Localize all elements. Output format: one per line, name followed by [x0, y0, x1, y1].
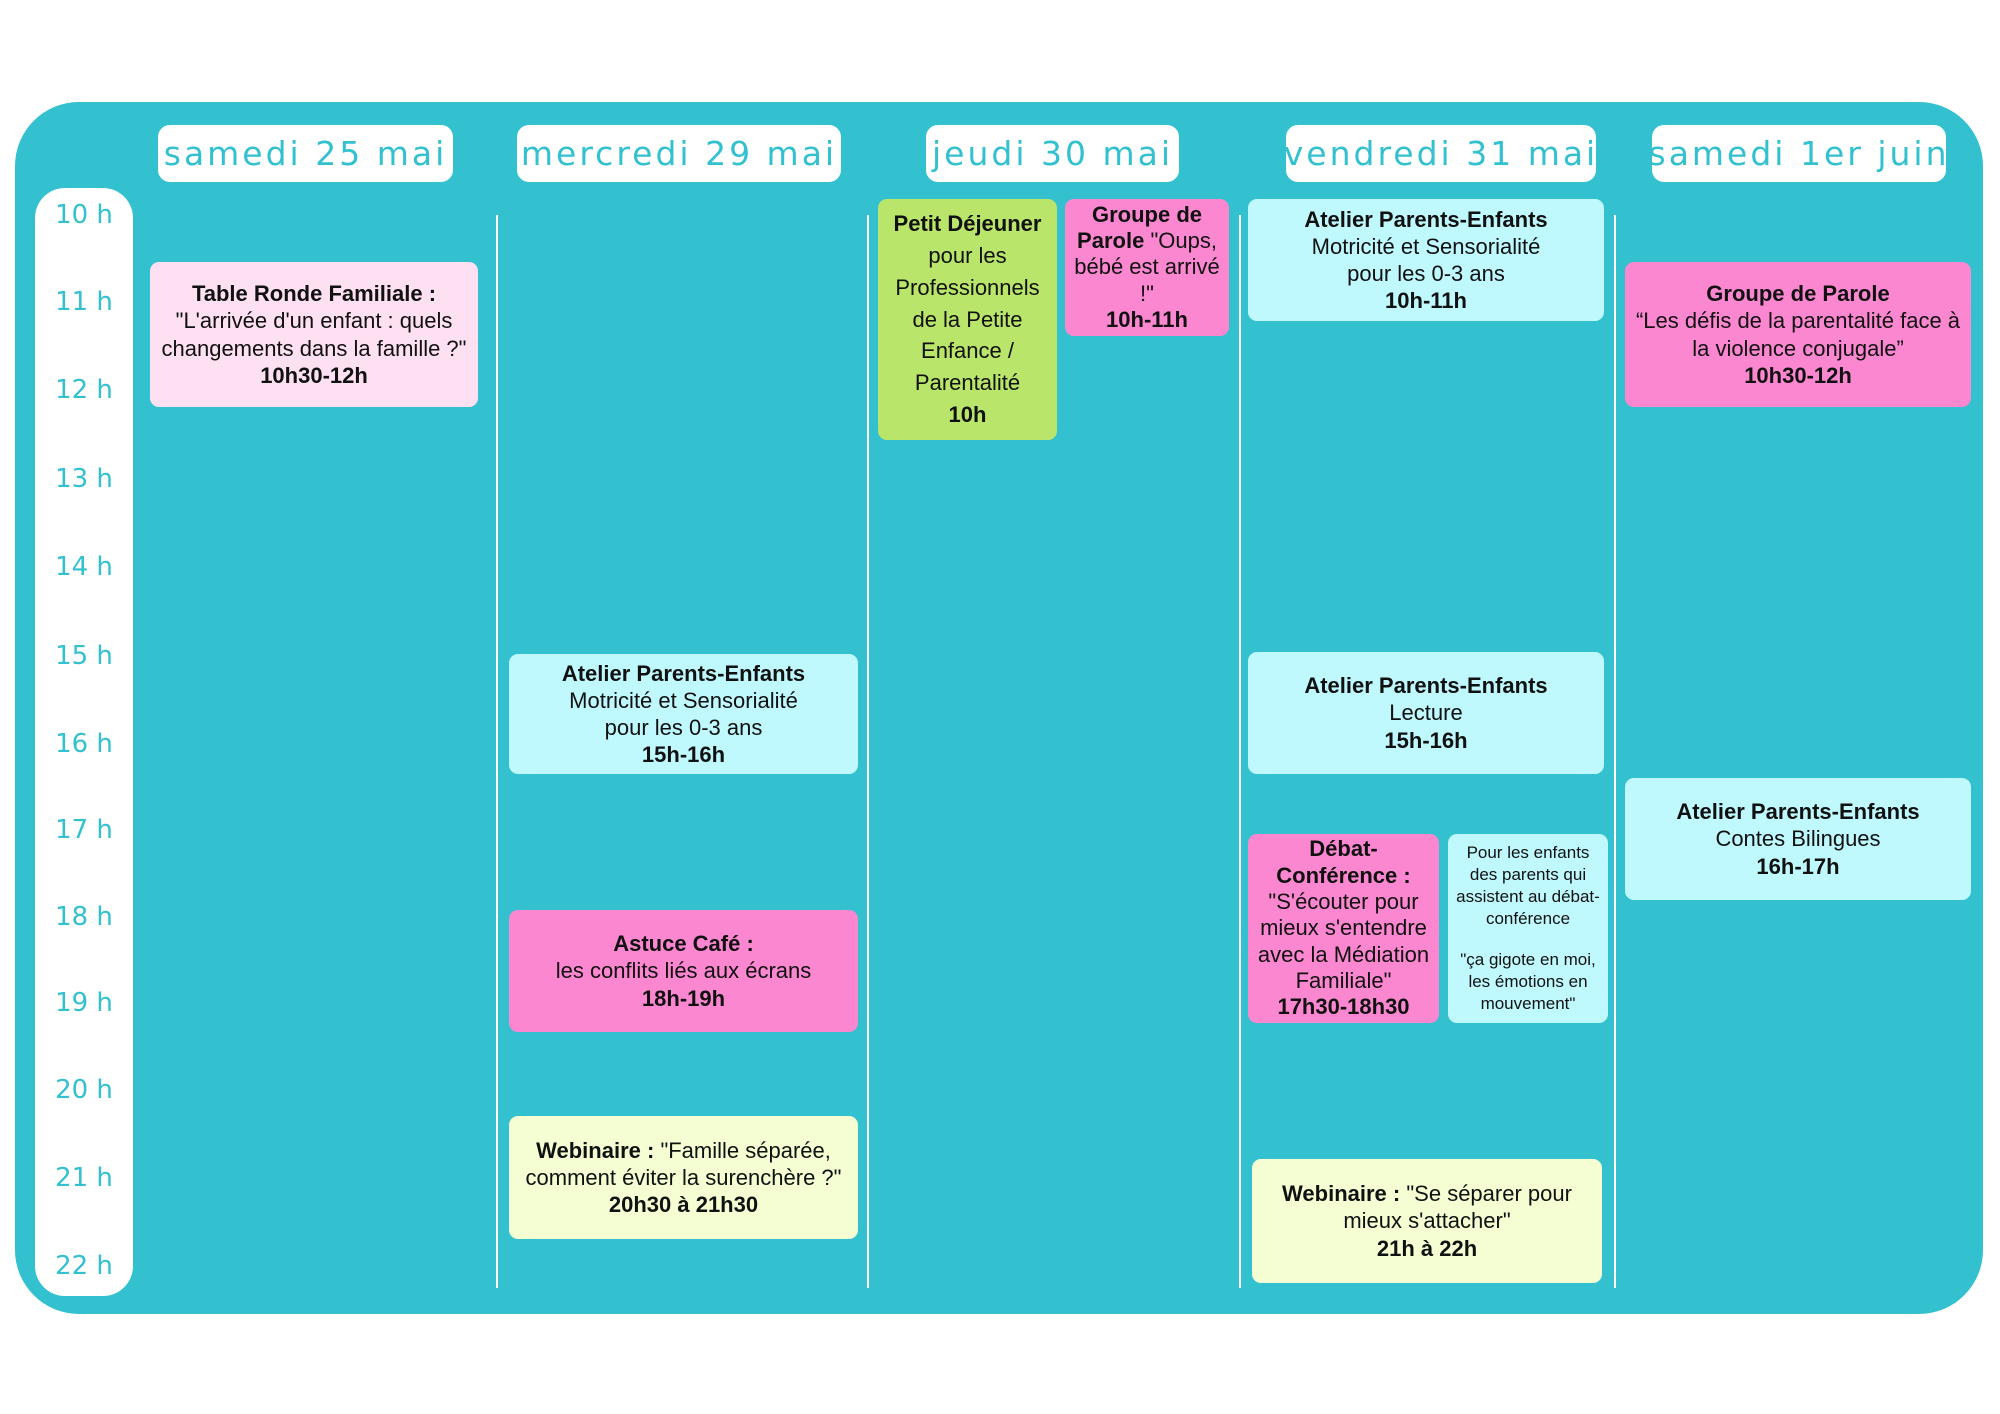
event-table-ronde[interactable]: Table Ronde Familiale : "L'arrivée d'un …	[150, 262, 478, 407]
event-atelier-motricite-fri[interactable]: Atelier Parents-Enfants Motricité et Sen…	[1248, 199, 1604, 321]
event-time: 15h-16h	[1384, 727, 1468, 753]
event-debat-conference[interactable]: Débat-Conférence : "S'écouter pour mieux…	[1248, 834, 1439, 1023]
day-header-thu30: jeudi 30 mai	[926, 125, 1179, 182]
event-atelier-motricite[interactable]: Atelier Parents-Enfants Motricité et Sen…	[509, 654, 858, 774]
event-time: 21h à 22h	[1376, 1235, 1478, 1261]
event-time: 17h30-18h30	[1277, 994, 1410, 1020]
event-description: Groupe de Parole "Oups, bébé est arrivé …	[1071, 202, 1223, 308]
event-title: Groupe de Parole	[1077, 201, 1202, 253]
event-description: Lecture	[1389, 700, 1463, 726]
event-quote: "Oups, bébé est arrivé !"	[1074, 227, 1220, 306]
hour-label: 13 h	[55, 464, 113, 494]
event-title: Astuce Café :	[613, 931, 754, 957]
event-groupe-parole-oups[interactable]: Groupe de Parole "Oups, bébé est arrivé …	[1065, 199, 1229, 336]
hour-label: 14 h	[55, 552, 113, 582]
hour-label: 16 h	[55, 729, 113, 759]
hour-label: 21 h	[55, 1163, 113, 1193]
day-header-sat1: samedi 1er juin	[1649, 125, 1947, 182]
event-description: Contes Bilingues	[1715, 826, 1881, 852]
event-title: Atelier Parents-Enfants	[561, 660, 806, 686]
event-title: Webinaire :	[1282, 1181, 1401, 1207]
event-atelier-lecture[interactable]: Atelier Parents-Enfants Lecture 15h-16h	[1248, 652, 1604, 774]
event-enfants-emotions[interactable]: Pour les enfants des parents qui assiste…	[1448, 834, 1608, 1023]
event-title: Webinaire :	[536, 1137, 655, 1163]
event-title: Groupe de Parole	[1706, 281, 1890, 307]
event-time: 10h-11h	[1106, 307, 1188, 333]
column-divider	[496, 215, 498, 1288]
event-title: Atelier Parents-Enfants	[1676, 799, 1920, 825]
event-time: 18h-19h	[641, 985, 726, 1011]
event-time: 15h-16h	[641, 742, 726, 768]
event-time: 10h	[948, 402, 987, 428]
day-header-sat25: samedi 25 mai	[158, 125, 453, 182]
event-quote: "Famille séparée, comment éviter la sure…	[525, 1137, 842, 1190]
event-description: Motricité et Sensorialité	[569, 687, 798, 713]
event-astuce-cafe[interactable]: Astuce Café : les conflits liés aux écra…	[509, 910, 858, 1032]
event-description: pour les 0-3 ans	[604, 715, 763, 740]
event-description: pour les Professionnels de la Petite Enf…	[895, 242, 1040, 396]
column-divider	[867, 215, 869, 1288]
day-header-fri31: vendredi 31 mai	[1284, 125, 1596, 182]
event-petit-dejeuner[interactable]: Petit Déjeuner pour les Professionnels d…	[878, 199, 1057, 440]
event-description: "L'arrivée d'un enfant : quels changemen…	[161, 308, 467, 361]
event-time: 10h-11h	[1385, 288, 1467, 314]
event-quote: "Se séparer pour mieux s'attacher"	[1343, 1181, 1572, 1234]
event-description: Webinaire : "Famille séparée, comment év…	[515, 1137, 852, 1191]
hour-label: 17 h	[55, 815, 113, 845]
hours-column: 10 h 11 h 12 h 13 h 14 h 15 h 16 h 17 h …	[35, 188, 133, 1296]
hour-label: 19 h	[55, 988, 113, 1018]
event-description: pour les 0-3 ans	[1347, 261, 1505, 286]
hour-label: 20 h	[55, 1075, 113, 1105]
hour-label: 22 h	[55, 1251, 113, 1281]
event-webinaire-famille[interactable]: Webinaire : "Famille séparée, comment év…	[509, 1116, 858, 1239]
event-title: Petit Déjeuner	[893, 210, 1042, 236]
event-description: Motricité et Sensorialité	[1311, 233, 1541, 259]
event-atelier-contes[interactable]: Atelier Parents-Enfants Contes Bilingues…	[1625, 778, 1971, 900]
hour-label: 15 h	[55, 641, 113, 671]
event-title: Débat-Conférence :	[1276, 836, 1411, 888]
hour-label: 18 h	[55, 902, 113, 932]
event-description: “Les défis de la parentalité face à la v…	[1635, 308, 1961, 361]
day-header-wed29: mercredi 29 mai	[517, 125, 841, 182]
event-time: 10h30-12h	[260, 362, 368, 388]
column-divider	[1239, 215, 1241, 1288]
event-quote: "ça gigote en moi, les émotions en mouve…	[1460, 949, 1596, 1013]
hour-label: 10 h	[55, 200, 113, 230]
event-groupe-parole-violence[interactable]: Groupe de Parole “Les défis de la parent…	[1625, 262, 1971, 407]
hour-label: 12 h	[55, 375, 113, 405]
hour-label: 11 h	[55, 287, 113, 317]
event-webinaire-separer[interactable]: Webinaire : "Se séparer pour mieux s'att…	[1252, 1159, 1602, 1283]
event-description: Webinaire : "Se séparer pour mieux s'att…	[1258, 1180, 1596, 1234]
event-time: 10h30-12h	[1744, 362, 1852, 388]
event-time: 20h30 à 21h30	[608, 1192, 759, 1218]
event-title: Atelier Parents-Enfants	[1304, 206, 1548, 232]
event-description: "S'écouter pour mieux s'entendre avec la…	[1257, 888, 1430, 994]
column-divider	[1614, 215, 1616, 1288]
event-title: Atelier Parents-Enfants	[1304, 673, 1548, 699]
event-title: Table Ronde Familiale :	[191, 281, 437, 307]
event-time: 16h-17h	[1756, 853, 1840, 879]
event-description: les conflits liés aux écrans	[555, 958, 812, 984]
event-description: Pour les enfants des parents qui assiste…	[1456, 843, 1600, 929]
